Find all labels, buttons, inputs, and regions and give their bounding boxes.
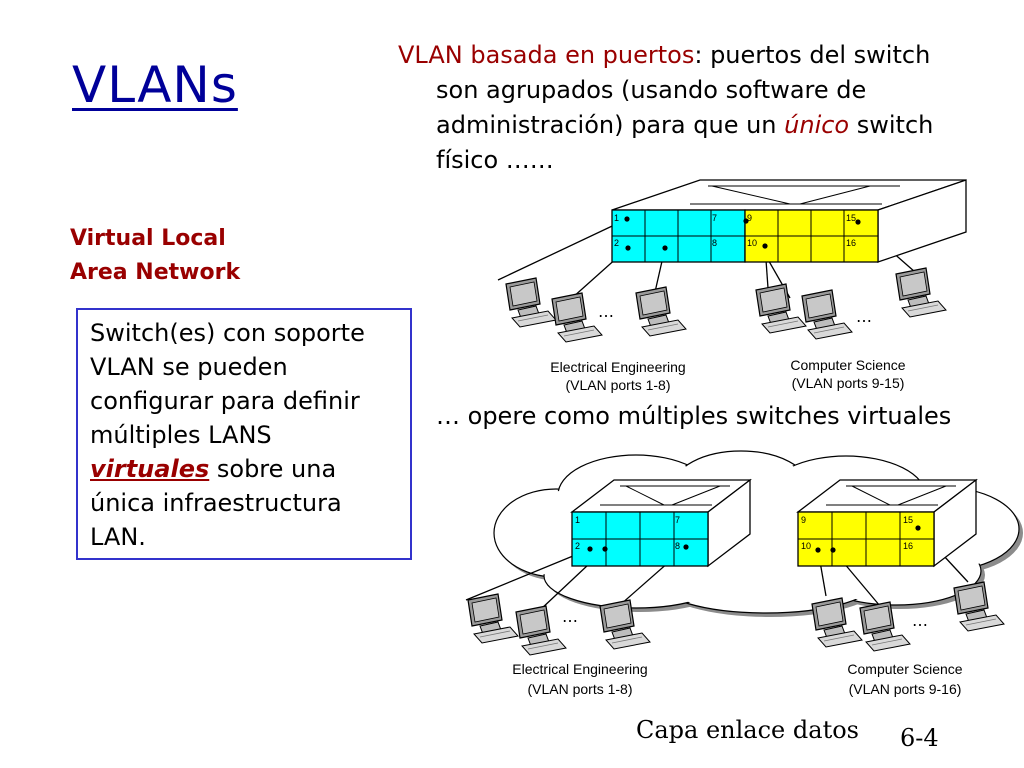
- bottom-pc-ee-1: [467, 593, 519, 644]
- bottom-port-dots: [587, 525, 921, 553]
- virtual-switches-diagram: 1 2 7 8 9 10 15 16: [465, 450, 1023, 697]
- top-port-dots: [624, 216, 861, 251]
- top-port-1: 1: [614, 213, 619, 223]
- top-ellipsis-cs: …: [856, 307, 872, 326]
- top-ee-ports: (VLAN ports 1-8): [565, 377, 670, 393]
- top-port-9: 9: [747, 213, 752, 223]
- keyword-virtuales: virtuales: [90, 455, 210, 483]
- top-pc-ee-1: [505, 277, 557, 328]
- box-line-7: LAN.: [90, 523, 146, 551]
- top-ellipsis-ee: …: [598, 302, 614, 321]
- subtitle: Virtual Local Area Network: [70, 222, 310, 290]
- top-line-1: VLAN basada en puertos: puertos del swit…: [398, 38, 1008, 73]
- top-port-8: 8: [712, 238, 717, 248]
- top-cs-label: Computer Science: [790, 357, 905, 373]
- top-pc-cs-1: [755, 283, 807, 334]
- single-switch-diagram: 1 2 7 8 9 10 15 16 … … Electrical Engine…: [497, 179, 967, 393]
- page-number: 6-4: [900, 724, 939, 752]
- top-line-2: son agrupados (usando software de: [436, 76, 867, 104]
- top-line-3: administración) para que un único switch: [398, 108, 1008, 143]
- box-line-2: VLAN se pueden: [90, 353, 288, 381]
- bottom-pc-cs-2: [859, 601, 911, 652]
- definition-box: Switch(es) con soporte VLAN se pueden co…: [76, 308, 412, 560]
- box-line-1: Switch(es) con soporte: [90, 319, 365, 347]
- top-pc-cs-3: [895, 267, 947, 318]
- top-cs-ports: (VLAN ports 9-15): [792, 375, 905, 391]
- term-port-vlan: VLAN basada en puertos: [398, 41, 695, 69]
- footer-text: Capa enlace datos: [636, 716, 859, 744]
- top-pc-cs-2: [801, 289, 853, 340]
- bottom-port-1: 1: [575, 515, 580, 525]
- subtitle-line-2: Area Network: [70, 260, 241, 285]
- bottom-port-10: 10: [801, 541, 811, 551]
- top-line-4: físico ……: [436, 146, 554, 174]
- bottom-port-9: 9: [801, 515, 806, 525]
- top-port-16: 16: [846, 238, 856, 248]
- top-port-15: 15: [846, 213, 856, 223]
- top-port-grid: [612, 210, 878, 262]
- top-line-3-b: switch: [849, 111, 934, 139]
- bottom-cs-label: Computer Science: [847, 661, 962, 677]
- bottom-cs-switch-x-marks: [826, 485, 956, 506]
- top-pc-ee-3: [635, 286, 687, 337]
- box-line-5: virtuales sobre una: [90, 452, 402, 486]
- bottom-ee-port-grid: [572, 512, 708, 566]
- top-port-2: 2: [614, 238, 619, 248]
- bottom-port-8: 8: [675, 541, 680, 551]
- port-vlan-description: VLAN basada en puertos: puertos del swit…: [398, 38, 1008, 178]
- bottom-port-16: 16: [903, 541, 913, 551]
- top-port-10: 10: [747, 238, 757, 248]
- box-line-4: múltiples LANS: [90, 421, 272, 449]
- slide-title: VLANs: [72, 56, 238, 114]
- bottom-ee-ports: (VLAN ports 1-8): [527, 681, 632, 697]
- bottom-pc-cs-3: [953, 581, 1005, 632]
- emph-unico: único: [784, 111, 850, 139]
- bottom-port-7: 7: [675, 515, 680, 525]
- top-line-3-a: administración) para que un: [436, 111, 785, 139]
- subtitle-line-1: Virtual Local: [70, 226, 226, 251]
- top-ee-label: Electrical Engineering: [550, 359, 685, 375]
- virtual-switches-caption: … opere como múltiples switches virtuale…: [436, 402, 952, 430]
- box-line-5-rest: sobre una: [209, 455, 337, 483]
- bottom-ellipsis-cs: …: [912, 611, 928, 630]
- bottom-port-2: 2: [575, 541, 580, 551]
- bottom-ee-switch-x-marks: [600, 485, 730, 506]
- bottom-cs-ports: (VLAN ports 9-16): [849, 681, 962, 697]
- bottom-port-15: 15: [903, 515, 913, 525]
- top-line-1-rest: puertos del switch: [702, 41, 931, 69]
- bottom-pc-ee-2: [515, 605, 567, 656]
- box-line-6: única infraestructura: [90, 489, 342, 517]
- bottom-cs-port-grid: [798, 512, 934, 566]
- bottom-ellipsis-ee: …: [562, 607, 578, 626]
- top-pc-ee-2: [551, 292, 603, 343]
- bottom-ee-label: Electrical Engineering: [512, 661, 647, 677]
- top-switch-x-marks: [690, 185, 900, 205]
- top-port-7: 7: [712, 213, 717, 223]
- term-colon: :: [694, 41, 703, 69]
- box-line-3: configurar para definir: [90, 387, 360, 415]
